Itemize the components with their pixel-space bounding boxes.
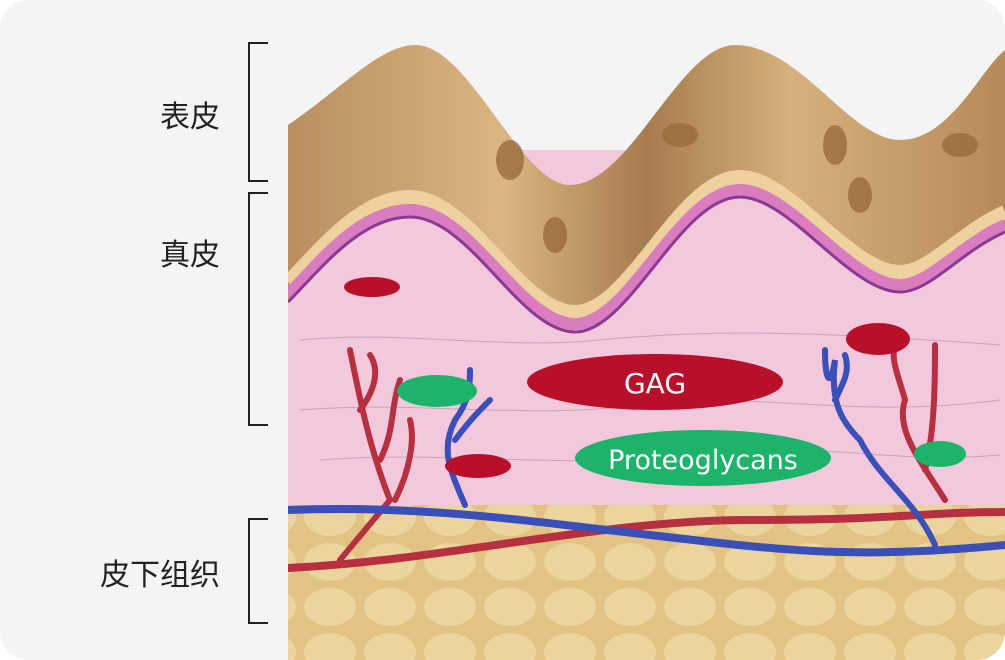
gag-badge bbox=[527, 354, 783, 410]
epidermis-spots bbox=[496, 123, 978, 253]
bracket-epidermis bbox=[248, 42, 268, 182]
gag-molecule bbox=[344, 277, 400, 297]
label-epidermis: 表皮 bbox=[160, 100, 220, 135]
proteoglycans-label: Proteoglycans bbox=[608, 445, 798, 476]
arteries bbox=[288, 342, 1005, 572]
basement-membrane bbox=[288, 183, 1005, 331]
gag-label: GAG bbox=[624, 367, 686, 400]
bracket-dermis bbox=[248, 192, 268, 426]
epidermis-layer bbox=[288, 45, 1005, 330]
proteoglycans-badge bbox=[575, 430, 831, 486]
veins bbox=[288, 347, 1005, 557]
bracket-subcutaneous bbox=[248, 518, 268, 624]
proteoglycan-molecule bbox=[914, 441, 966, 467]
label-subcutaneous: 皮下组织 bbox=[100, 558, 220, 593]
membrane-line bbox=[288, 195, 1005, 334]
label-dermis: 真皮 bbox=[160, 238, 220, 273]
skin-illustration: GAG Proteoglycans bbox=[288, 45, 1005, 660]
proteoglycan-molecule bbox=[397, 375, 477, 407]
gag-molecule bbox=[846, 323, 910, 355]
gag-molecule bbox=[445, 454, 511, 478]
basal-layer bbox=[288, 169, 1005, 320]
